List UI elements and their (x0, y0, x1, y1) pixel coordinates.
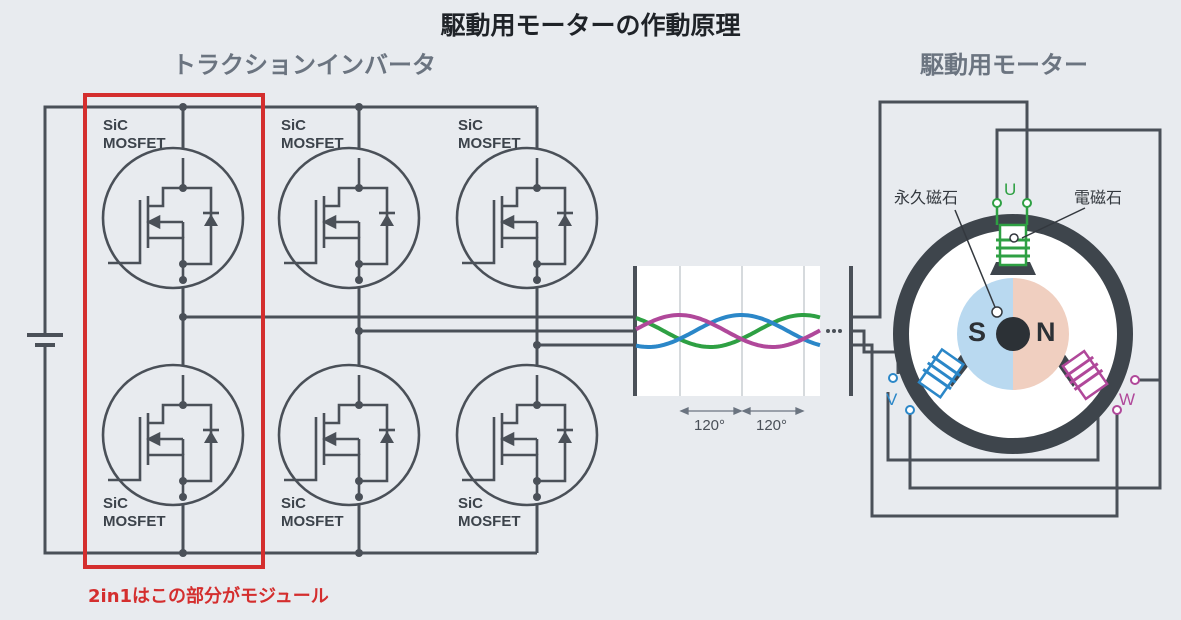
mosfet-upper-2 (277, 146, 421, 290)
phase-v-label: V (886, 390, 898, 409)
motor-title: 駆動用モーター (920, 51, 1088, 79)
coil-v (917, 347, 966, 399)
motor-body (893, 214, 1133, 454)
permanent-magnet-label: 永久磁石 (894, 188, 959, 207)
wave-phase-u (635, 313, 821, 349)
inverter-title: トラクションインバータ (172, 51, 436, 79)
angle-arrows (679, 407, 805, 415)
ellipsis-dots (826, 329, 842, 333)
pole-n-label: N (1036, 317, 1056, 347)
label-leaders (954, 207, 1086, 313)
mosfet-lower-3 (455, 363, 599, 507)
wave-phase-v (635, 313, 821, 349)
terminal-v2 (905, 405, 915, 415)
mosfet-lower-2 (277, 363, 421, 507)
coil-w (1061, 349, 1109, 401)
phase-angle-label: 120° (756, 417, 788, 434)
waveform-panel (633, 266, 853, 415)
phase-w-label: W (1119, 390, 1136, 409)
pole-s-label: S (968, 317, 987, 347)
terminal-w2 (1112, 405, 1122, 415)
mosfet-lower-1 (101, 363, 245, 507)
mosfet-upper-3 (455, 146, 599, 290)
module-note: 2in1はこの部分がモジュール (88, 586, 329, 607)
electromagnet-label: 電磁石 (1074, 188, 1123, 207)
magnet-pointer-dot (991, 306, 1003, 318)
coil-pointer-dot (1009, 233, 1019, 243)
terminal-w1 (1130, 375, 1140, 385)
phase-u-label: U (1004, 180, 1017, 199)
page-title: 駆動用モーターの作動原理 (440, 11, 741, 40)
terminal-v1 (888, 373, 898, 383)
junction-dots (179, 103, 541, 557)
coil-u (992, 198, 1032, 267)
battery-symbol (27, 333, 63, 347)
module-highlight-box (83, 93, 265, 569)
phase-angle-label: 120° (694, 417, 726, 434)
wave-phase-w (635, 313, 821, 349)
mosfet-upper-1 (101, 146, 245, 290)
